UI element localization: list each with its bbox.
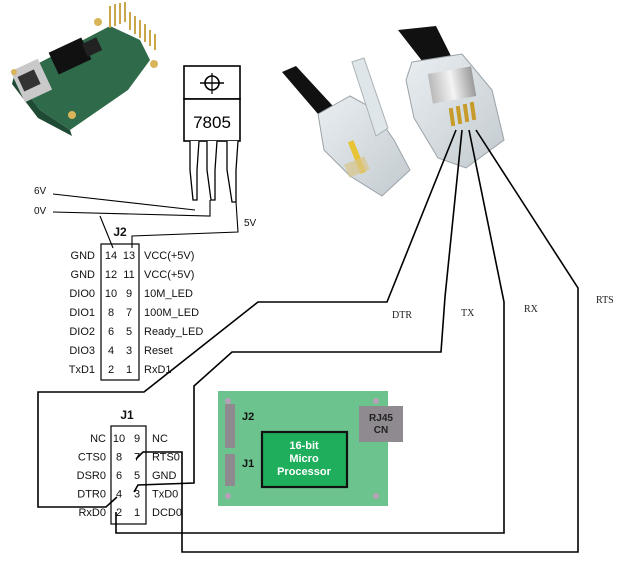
j1-right-signal: GND — [152, 470, 177, 482]
j1-pin-number: 10 — [113, 433, 125, 445]
signal-label-tx: TX — [461, 308, 475, 319]
wire-dtr — [37, 129, 457, 508]
board-j2-connector — [225, 404, 235, 448]
j1-left-signal: DTR0 — [77, 489, 106, 501]
ethernet-module-photo — [10, 2, 158, 136]
wire-tx — [133, 129, 463, 493]
regulator-label: 7805 — [193, 113, 231, 132]
j1-pin-row: NC 10 9 NC — [90, 433, 168, 445]
power-wires — [52, 193, 239, 249]
j1-pin-number: 2 — [116, 507, 122, 519]
rj11-plug-left-photo — [282, 57, 411, 197]
cpu-chip — [260, 430, 349, 489]
j2-pin-number: 11 — [123, 269, 134, 281]
board-diagram: J2 J1 16-bit Micro Processor RJ45 CN — [218, 391, 403, 506]
j2-pin-row: GND 14 13 VCC(+5V) — [71, 250, 195, 262]
j2-pin-number: 5 — [126, 326, 132, 338]
cpu-label-line2: Micro — [289, 453, 319, 465]
j1-pin-number: 3 — [134, 489, 140, 501]
rj45-connector — [359, 406, 403, 442]
j2-left-signal: DIO3 — [69, 345, 95, 357]
signal-wires — [37, 129, 579, 553]
j1-right-signal: DCD0 — [152, 507, 182, 519]
j1-left-signal: NC — [90, 433, 106, 445]
j2-left-signal: DIO2 — [69, 326, 95, 338]
j2-right-signal: RxD1 — [144, 364, 172, 376]
wire-rts — [135, 129, 579, 553]
j1-pin-number: 1 — [134, 507, 140, 519]
j1-left-signal: CTS0 — [78, 452, 106, 464]
j2-right-signal: Ready_LED — [144, 326, 203, 338]
board-j1-label: J1 — [242, 458, 254, 470]
rj45-label-line2: CN — [374, 425, 388, 436]
j2-right-signal: 100M_LED — [144, 307, 199, 319]
j2-outline — [100, 243, 140, 381]
j2-right-signal: Reset — [144, 345, 173, 357]
j1-title: J1 — [120, 408, 134, 422]
voltage-regulator-7805: 7805 — [183, 65, 241, 203]
j1-left-signal: RxD0 — [78, 507, 106, 519]
j2-left-signal: DIO1 — [69, 307, 95, 319]
j2-pin-number: 4 — [108, 345, 114, 357]
cpu-label-line3: Processor — [277, 466, 332, 478]
j1-right-signal: NC — [152, 433, 168, 445]
j2-pin-number: 7 — [126, 307, 132, 319]
j2-left-signal: GND — [71, 250, 96, 262]
board-j2-label: J2 — [242, 411, 254, 423]
cpu-label-line1: 16-bit — [289, 440, 319, 452]
rj11-plug-right-photo — [398, 26, 505, 169]
j1-pin-number: 5 — [134, 470, 140, 482]
wire-rx — [115, 129, 505, 534]
j1-right-signal: RTS0 — [152, 452, 180, 464]
j2-title: J2 — [113, 225, 127, 239]
signal-label-dtr: DTR — [392, 310, 412, 321]
j1-pin-number: 9 — [134, 433, 140, 445]
j2-pin-row: GND 12 11 VCC(+5V) — [71, 269, 195, 281]
j2-pin-number: 2 — [108, 364, 114, 376]
j2-pin-number: 3 — [126, 345, 132, 357]
j2-left-signal: DIO0 — [69, 288, 95, 300]
j1-outline — [110, 425, 147, 525]
j1-pin-number: 4 — [116, 489, 122, 501]
signal-label-rts: RTS — [596, 295, 614, 306]
j2-left-signal: GND — [71, 269, 96, 281]
j2-pin-number: 12 — [105, 269, 117, 281]
j2-pin-number: 6 — [108, 326, 114, 338]
rj45-label-line1: RJ45 — [369, 413, 393, 424]
j1-left-signal: DSR0 — [77, 470, 106, 482]
j2-pin-number: 8 — [108, 307, 114, 319]
j1-pin-number: 6 — [116, 470, 122, 482]
label-6v: 6V — [34, 186, 47, 197]
j2-pin-number: 1 — [126, 364, 132, 376]
board-j1-connector — [225, 454, 235, 486]
label-5v: 5V — [244, 218, 257, 229]
signal-label-rx: RX — [524, 304, 539, 315]
label-0v: 0V — [34, 206, 47, 217]
j2-right-signal: VCC(+5V) — [144, 250, 194, 262]
j2-right-signal: 10M_LED — [144, 288, 193, 300]
j2-pin-number: 9 — [126, 288, 132, 300]
j2-pin-number: 10 — [105, 288, 117, 300]
j2-right-signal: VCC(+5V) — [144, 269, 194, 281]
j1-pin-number: 8 — [116, 452, 122, 464]
j2-left-signal: TxD1 — [69, 364, 95, 376]
j1-right-signal: TxD0 — [152, 489, 178, 501]
j2-pin-row: DIO0 10 9 10M_LED — [69, 288, 193, 300]
j2-pin-number: 14 — [105, 250, 117, 262]
j2-pin-number: 13 — [123, 250, 135, 262]
